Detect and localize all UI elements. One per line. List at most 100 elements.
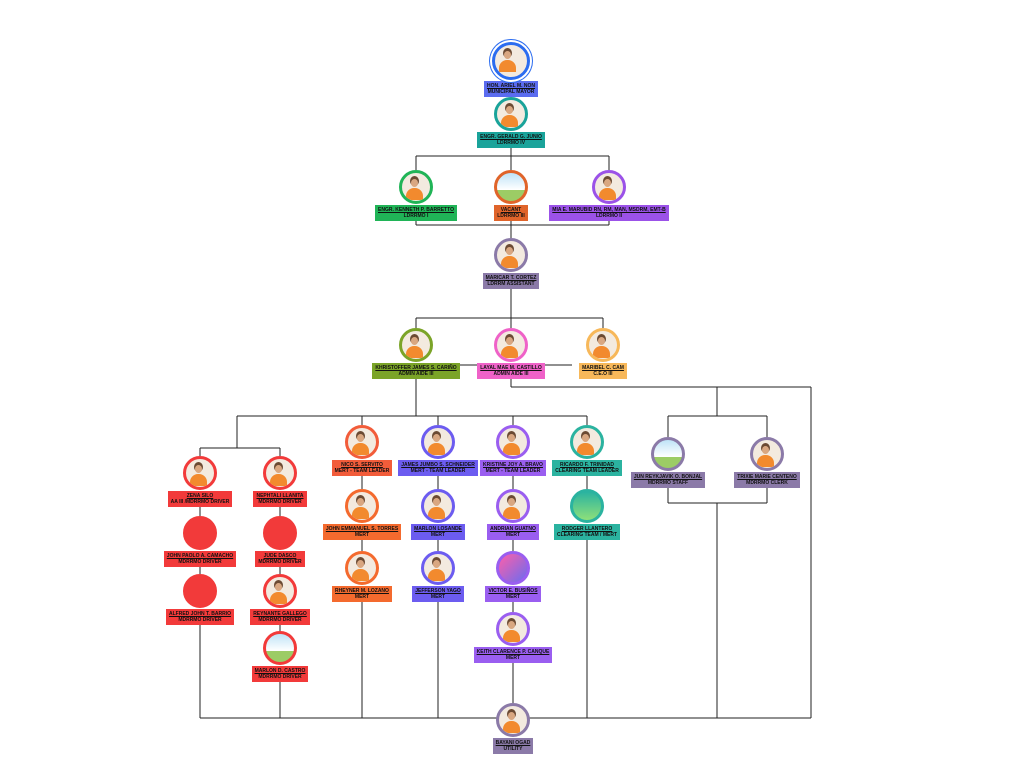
person-name: RICARDO F. TRINIDAD <box>560 462 614 468</box>
person-position: MERT <box>505 532 521 538</box>
profile-photo <box>496 612 530 646</box>
person-name: ANDRIAN GUATNO <box>490 526 536 532</box>
profile-photo <box>492 42 530 80</box>
profile-photo <box>496 551 530 585</box>
profile-photo <box>494 238 528 272</box>
person-position: MDRRMO DRIVER <box>258 559 302 565</box>
person-position: AA III /MDRRMO DRIVER <box>170 499 230 505</box>
profile-photo <box>345 489 379 523</box>
person-name: ENGR. KENNETH P. BARRETTO <box>378 207 454 213</box>
person-name: RHEYNER M. LOZANO <box>335 588 389 594</box>
person-name: LAYAL MAE M. CASTILLO <box>480 365 542 371</box>
profile-photo <box>494 328 528 362</box>
person-position: LDRRM ASSISTANT <box>487 281 535 287</box>
person-name: ALFRED JOHN T. BARRIO <box>169 611 231 617</box>
profile-photo <box>263 631 297 665</box>
person-name: HON. ARIEL M. NON <box>486 83 536 89</box>
profile-photo <box>263 516 297 550</box>
person-position: MDRRMO DRIVER <box>178 617 222 623</box>
person-position: MDRRMO DRIVER <box>178 559 222 565</box>
person-position: C.E.O III <box>593 371 613 377</box>
person-name: VACANT <box>500 207 522 213</box>
person-position: LDRRMO IV <box>496 140 526 146</box>
person-name: JAMES JUMBO S. SCHNEIDER <box>401 462 475 468</box>
profile-photo <box>651 437 685 471</box>
person-name: KHRISTOFFER JAMES S. CARIÑO <box>375 365 457 371</box>
person-position: MERT - TEAM LEADER <box>410 468 466 474</box>
person-name: MARLON D. CASTRO <box>254 668 306 674</box>
person-name: ZENA SILO <box>186 493 214 499</box>
person-name: MARLON LOSANDE <box>414 526 462 532</box>
person-position: MDRRMO CLERK <box>746 480 788 486</box>
person-name: RODGER LLANTERO <box>561 526 613 532</box>
person-position: ADMIN AIDE III <box>493 371 529 377</box>
profile-photo <box>496 489 530 523</box>
person-name: JOHN PAOLO A. CAMACHO <box>166 553 234 559</box>
person-position: ADMIN AIDE III <box>398 371 434 377</box>
person-position: CLEARING TEAM / MERT <box>557 532 617 538</box>
person-name: REYNANTE GALLEGO <box>253 611 307 617</box>
person-position: MERT <box>430 594 446 600</box>
profile-photo <box>263 456 297 490</box>
person-name: NICO S. SERVITO <box>341 462 383 468</box>
person-name: MARICAR T. CORTEZ <box>485 275 537 281</box>
person-position: LDRRMO I <box>403 213 429 219</box>
person-name: ENGR. GERALD G. JUNIO <box>480 134 542 140</box>
person-name: JOHN EMMANUEL S. TORRES <box>325 526 399 532</box>
person-position: MERT <box>354 532 370 538</box>
profile-photo <box>183 574 217 608</box>
person-name: BAYANI OGAD <box>495 740 531 746</box>
person-name: MARIBEL C. CAM <box>582 365 624 371</box>
org-node-marubid: MIA E. MARUBID RN, RM, MAN, MSDRM, EMT-B… <box>549 170 669 222</box>
profile-photo <box>183 456 217 490</box>
person-position: CLEARING TEAM LEADER <box>555 468 619 474</box>
person-position: MERT - TEAM LEADER <box>334 468 390 474</box>
person-position: MERT <box>430 532 446 538</box>
person-position: LDRRMO III <box>497 213 525 219</box>
profile-photo <box>399 170 433 204</box>
profile-photo <box>183 516 217 550</box>
person-name: MIA E. MARUBID RN, RM, MAN, MSDRM, EMT-B <box>552 207 666 213</box>
person-position: MERT <box>505 594 521 600</box>
profile-photo <box>494 170 528 204</box>
profile-photo <box>570 489 604 523</box>
profile-photo <box>345 551 379 585</box>
